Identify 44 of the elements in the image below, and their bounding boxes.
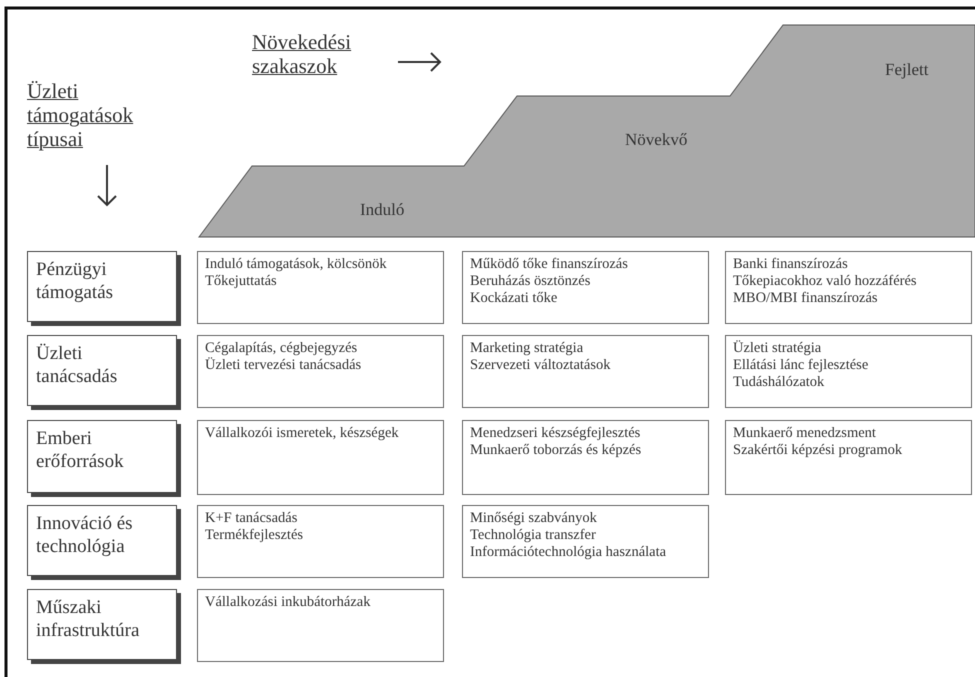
stage-label: Induló (360, 200, 404, 220)
support-item-box (462, 420, 709, 495)
support-item: Szervezeti változtatások (470, 357, 611, 374)
support-item: MBO/MBI finanszírozás (733, 290, 878, 307)
support-item: Tőkejuttatás (205, 273, 277, 290)
support-item: Munkaerő menedzsment (733, 425, 876, 442)
support-item-box (462, 505, 709, 578)
support-item: Menedzseri készségfejlesztés (470, 425, 640, 442)
support-item: Ellátási lánc fejlesztése (733, 357, 868, 374)
support-item: Minőségi szabványok (470, 510, 597, 527)
support-item: Üzleti tervezési tanácsadás (205, 357, 362, 374)
support-item-box (725, 335, 972, 408)
support-item: Tudáshálózatok (733, 374, 824, 391)
support-item-box (197, 505, 444, 578)
support-item-box (197, 420, 444, 495)
section-heading: Növekedési szakaszok (252, 30, 352, 78)
support-item-box (197, 335, 444, 408)
support-item-box (197, 589, 444, 662)
support-item: Banki finanszírozás (733, 256, 848, 273)
support-item: Információtechnológia használata (470, 544, 666, 561)
support-item-box (725, 251, 972, 324)
support-item: Üzleti stratégia (733, 340, 822, 357)
support-item: Tőkepiacokhoz való hozzáférés (733, 273, 917, 290)
support-item: Termékfejlesztés (205, 527, 304, 544)
support-item-box (725, 420, 972, 495)
section-heading: Üzleti támogatások típusai (27, 79, 134, 151)
support-item-box (462, 335, 709, 408)
support-item: Munkaerő toborzás és képzés (470, 442, 642, 459)
support-item-box (462, 251, 709, 324)
support-item: Beruházás ösztönzés (470, 273, 590, 290)
support-item: Kockázati tőke (470, 290, 558, 307)
stage-label: Fejlett (885, 60, 928, 80)
support-item-box (197, 251, 444, 324)
support-item: Szakértői képzési programok (733, 442, 902, 459)
support-item: Vállalkozási inkubátorházak (205, 594, 370, 611)
stage-label: Növekvő (625, 130, 688, 150)
support-item: Működő tőke finanszírozás (470, 256, 628, 273)
support-item: Cégalapítás, cégbejegyzés (205, 340, 358, 357)
support-item: Induló támogatások, kölcsönök (205, 256, 387, 273)
growth-stage-staircase (195, 22, 975, 238)
support-item: Marketing stratégia (470, 340, 584, 357)
support-item: Vállalkozói ismeretek, készségek (205, 425, 399, 442)
support-item: K+F tanácsadás (205, 510, 298, 527)
support-item: Technológia transzfer (470, 527, 596, 544)
